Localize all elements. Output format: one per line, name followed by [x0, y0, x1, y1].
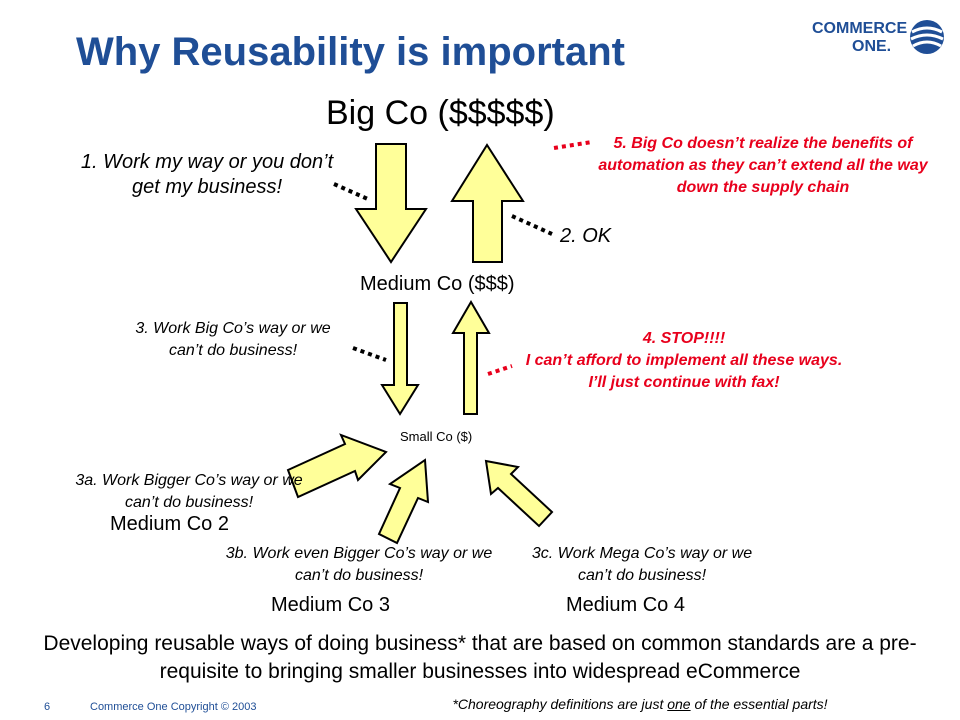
dotted-connector-3: [352, 346, 387, 362]
footnote-underlined: one: [667, 696, 691, 712]
arrow-small-to-medium: [451, 300, 491, 415]
node-small-co: Small Co ($): [400, 429, 473, 444]
note-1: 1. Work my way or you don’t get my busin…: [80, 151, 334, 198]
node-medium-co-3: Medium Co 3: [271, 594, 390, 616]
dotted-connector-5: [553, 140, 593, 150]
dotted-connector-2: [511, 214, 553, 236]
logo-line-1: COMMERCE: [812, 20, 908, 37]
node-big-co: Big Co ($$$$$): [326, 94, 555, 132]
note-3a: 3a. Work Bigger Co’s way or we can’t do …: [75, 472, 303, 511]
commerce-one-logo: COMMERCE ONE.: [812, 14, 952, 60]
arrow-big-to-medium: [354, 143, 428, 264]
arrow-medium-co-2: [286, 433, 388, 499]
note-3c: 3c. Work Mega Co’s way or we can’t do bu…: [531, 545, 753, 584]
logo-line-2: ONE.: [852, 38, 892, 55]
note-4: 4. STOP!!!! I can’t afford to implement …: [516, 328, 852, 394]
dotted-connector-1: [333, 182, 371, 202]
page-number: 6: [44, 701, 51, 713]
note-5: 5. Big Co doesn’t realize the benefits o…: [598, 135, 928, 196]
copyright-text: Commerce One Copyright © 2003: [90, 701, 257, 713]
note-4-line-2: I can’t afford to implement all these wa…: [525, 352, 843, 391]
node-medium-co-2: Medium Co 2: [110, 513, 229, 535]
note-3: 3. Work Big Co’s way or we can’t do busi…: [135, 320, 331, 359]
arrow-medium-to-big: [450, 143, 525, 263]
arrow-medium-to-small: [380, 302, 420, 416]
footnote-before: *Choreography definitions are just: [452, 696, 668, 712]
dotted-connector-4: [487, 364, 513, 376]
note-3b: 3b. Work even Bigger Co’s way or we can’…: [225, 545, 493, 584]
footnote: *Choreography definitions are just one o…: [410, 696, 870, 712]
node-medium-co: Medium Co ($$$): [360, 273, 515, 295]
summary-text: Developing reusable ways of doing busine…: [43, 632, 917, 683]
note-4-line-1: 4. STOP!!!!: [642, 330, 726, 347]
globe-icon: [910, 20, 944, 54]
arrow-medium-co-4: [484, 459, 554, 528]
node-medium-co-4: Medium Co 4: [566, 594, 685, 616]
footnote-after: of the essential parts!: [690, 696, 828, 712]
slide-title: Why Reusability is important: [76, 30, 625, 74]
arrow-medium-co-3: [377, 458, 430, 545]
note-2: 2. OK: [560, 225, 612, 247]
